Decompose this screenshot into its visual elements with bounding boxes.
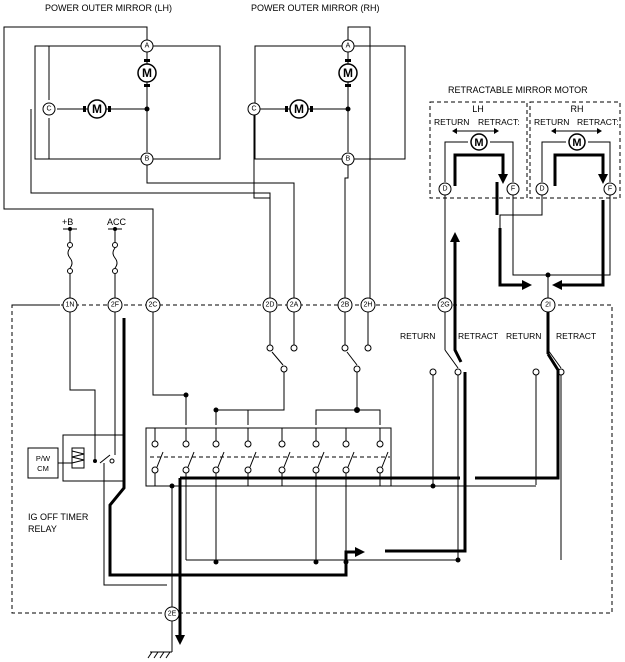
svg-text:RETURN: RETURN (434, 117, 469, 127)
svg-text:F: F (608, 186, 612, 193)
switch-contact (212, 440, 220, 448)
svg-text:LH: LH (472, 104, 484, 114)
svg-text:2C: 2C (149, 302, 158, 309)
svg-text:2B: 2B (341, 302, 350, 309)
power-mirror-switch-box (11, 304, 613, 614)
retract-motor-lh: LH RETURN RETRACT: M D F (429, 101, 528, 199)
switch-blade (283, 451, 291, 468)
switch-contact (244, 466, 252, 474)
switch-blade (217, 451, 225, 468)
svg-text:B: B (346, 156, 351, 163)
svg-text:C: C (251, 106, 256, 113)
svg-text:IG OFF TIMER: IG OFF TIMER (28, 512, 89, 522)
motor-icon (338, 63, 358, 83)
switch-contact (312, 466, 320, 474)
svg-text:RETRACT:: RETRACT: (577, 117, 619, 127)
current-flow-retract (450, 153, 608, 354)
connector-row: 1N 2F 2C 2D 2A 2B 2H 2G 2I (12, 297, 556, 313)
motor-icon (87, 99, 107, 119)
relay-coil-icon (71, 447, 85, 469)
switch-contact (151, 466, 159, 474)
svg-text:RETRACT: RETRACT (458, 331, 498, 341)
power-supply: +B ACC (62, 217, 127, 298)
switch-contact (376, 440, 384, 448)
motor-icon (568, 133, 586, 151)
switch-contact (278, 440, 286, 448)
switch-contact (244, 440, 252, 448)
switch-contact (342, 440, 350, 448)
svg-text:F: F (511, 186, 515, 193)
svg-text:RELAY: RELAY (28, 524, 57, 534)
svg-text:D: D (442, 186, 447, 193)
svg-text:2G: 2G (440, 302, 449, 309)
svg-text:M: M (343, 66, 353, 80)
mirror-lh-terminal-c (42, 102, 56, 116)
switch-contact (278, 466, 286, 474)
mirror-select-switches (213, 312, 381, 425)
retract-motor-rh: RH RETURN RETRACT: M D F (529, 101, 621, 199)
mirror-harness (3, 26, 371, 298)
switch-blade (156, 451, 164, 468)
switch-blade (317, 451, 325, 468)
svg-text:P/W: P/W (36, 454, 51, 463)
motor-icon (470, 133, 488, 151)
svg-text:M: M (572, 137, 581, 149)
svg-text:RETURN: RETURN (534, 117, 569, 127)
ground: 2E (147, 478, 185, 659)
switch-contact (212, 466, 220, 474)
switch-contact (342, 466, 350, 474)
svg-text:+B: +B (62, 217, 73, 227)
svg-text:2I: 2I (545, 302, 551, 309)
svg-text:RETRACT:: RETRACT: (478, 117, 520, 127)
switch-blade (249, 451, 257, 468)
svg-text:M: M (294, 102, 304, 116)
fuse-icon (112, 247, 118, 269)
motor-icon (289, 99, 309, 119)
retract-switches (385, 310, 565, 560)
svg-text:1N: 1N (66, 302, 75, 309)
switch-contact (376, 466, 384, 474)
switch-blade (187, 451, 195, 468)
svg-text:M: M (92, 102, 102, 116)
switch-bus (172, 476, 536, 565)
svg-text:A: A (145, 43, 150, 50)
svg-text:2F: 2F (111, 302, 119, 309)
svg-text:M: M (142, 66, 152, 80)
svg-text:A: A (346, 43, 351, 50)
title-retract-motor: RETRACTABLE MIRROR MOTOR (448, 85, 588, 95)
svg-text:ACC: ACC (107, 217, 127, 227)
svg-text:2A: 2A (290, 302, 299, 309)
svg-text:RETURN: RETURN (400, 331, 435, 341)
switch-contact (182, 440, 190, 448)
mirror-switch-bank (145, 312, 392, 487)
svg-text:RETRACT: RETRACT (556, 331, 596, 341)
svg-text:RETURN: RETURN (506, 331, 541, 341)
svg-text:B: B (145, 156, 150, 163)
svg-text:2H: 2H (364, 302, 373, 309)
svg-text:2D: 2D (266, 302, 275, 309)
mirror-lh: A B C M M (34, 39, 221, 166)
switch-contact (151, 440, 159, 448)
fuse-icon (67, 247, 73, 269)
svg-text:C: C (46, 106, 51, 113)
title-mirror-lh: POWER OUTER MIRROR (LH) (45, 3, 172, 13)
switch-blade (347, 451, 355, 468)
motor-icon (137, 63, 157, 83)
ig-off-timer-relay: P/W CM IG OFF TIMER RELAY (27, 312, 167, 586)
svg-text:CM: CM (37, 464, 49, 473)
svg-text:M: M (474, 137, 483, 149)
retract-harness (444, 195, 611, 298)
title-mirror-rh: POWER OUTER MIRROR (RH) (251, 3, 380, 13)
switch-blade (381, 451, 389, 468)
current-flow-2f (108, 318, 356, 577)
switch-contact (312, 440, 320, 448)
mirror-rh: A B C M M (247, 39, 406, 166)
switch-contact (182, 466, 190, 474)
svg-text:RH: RH (571, 104, 584, 114)
svg-text:D: D (539, 186, 544, 193)
svg-text:2E: 2E (168, 611, 177, 618)
